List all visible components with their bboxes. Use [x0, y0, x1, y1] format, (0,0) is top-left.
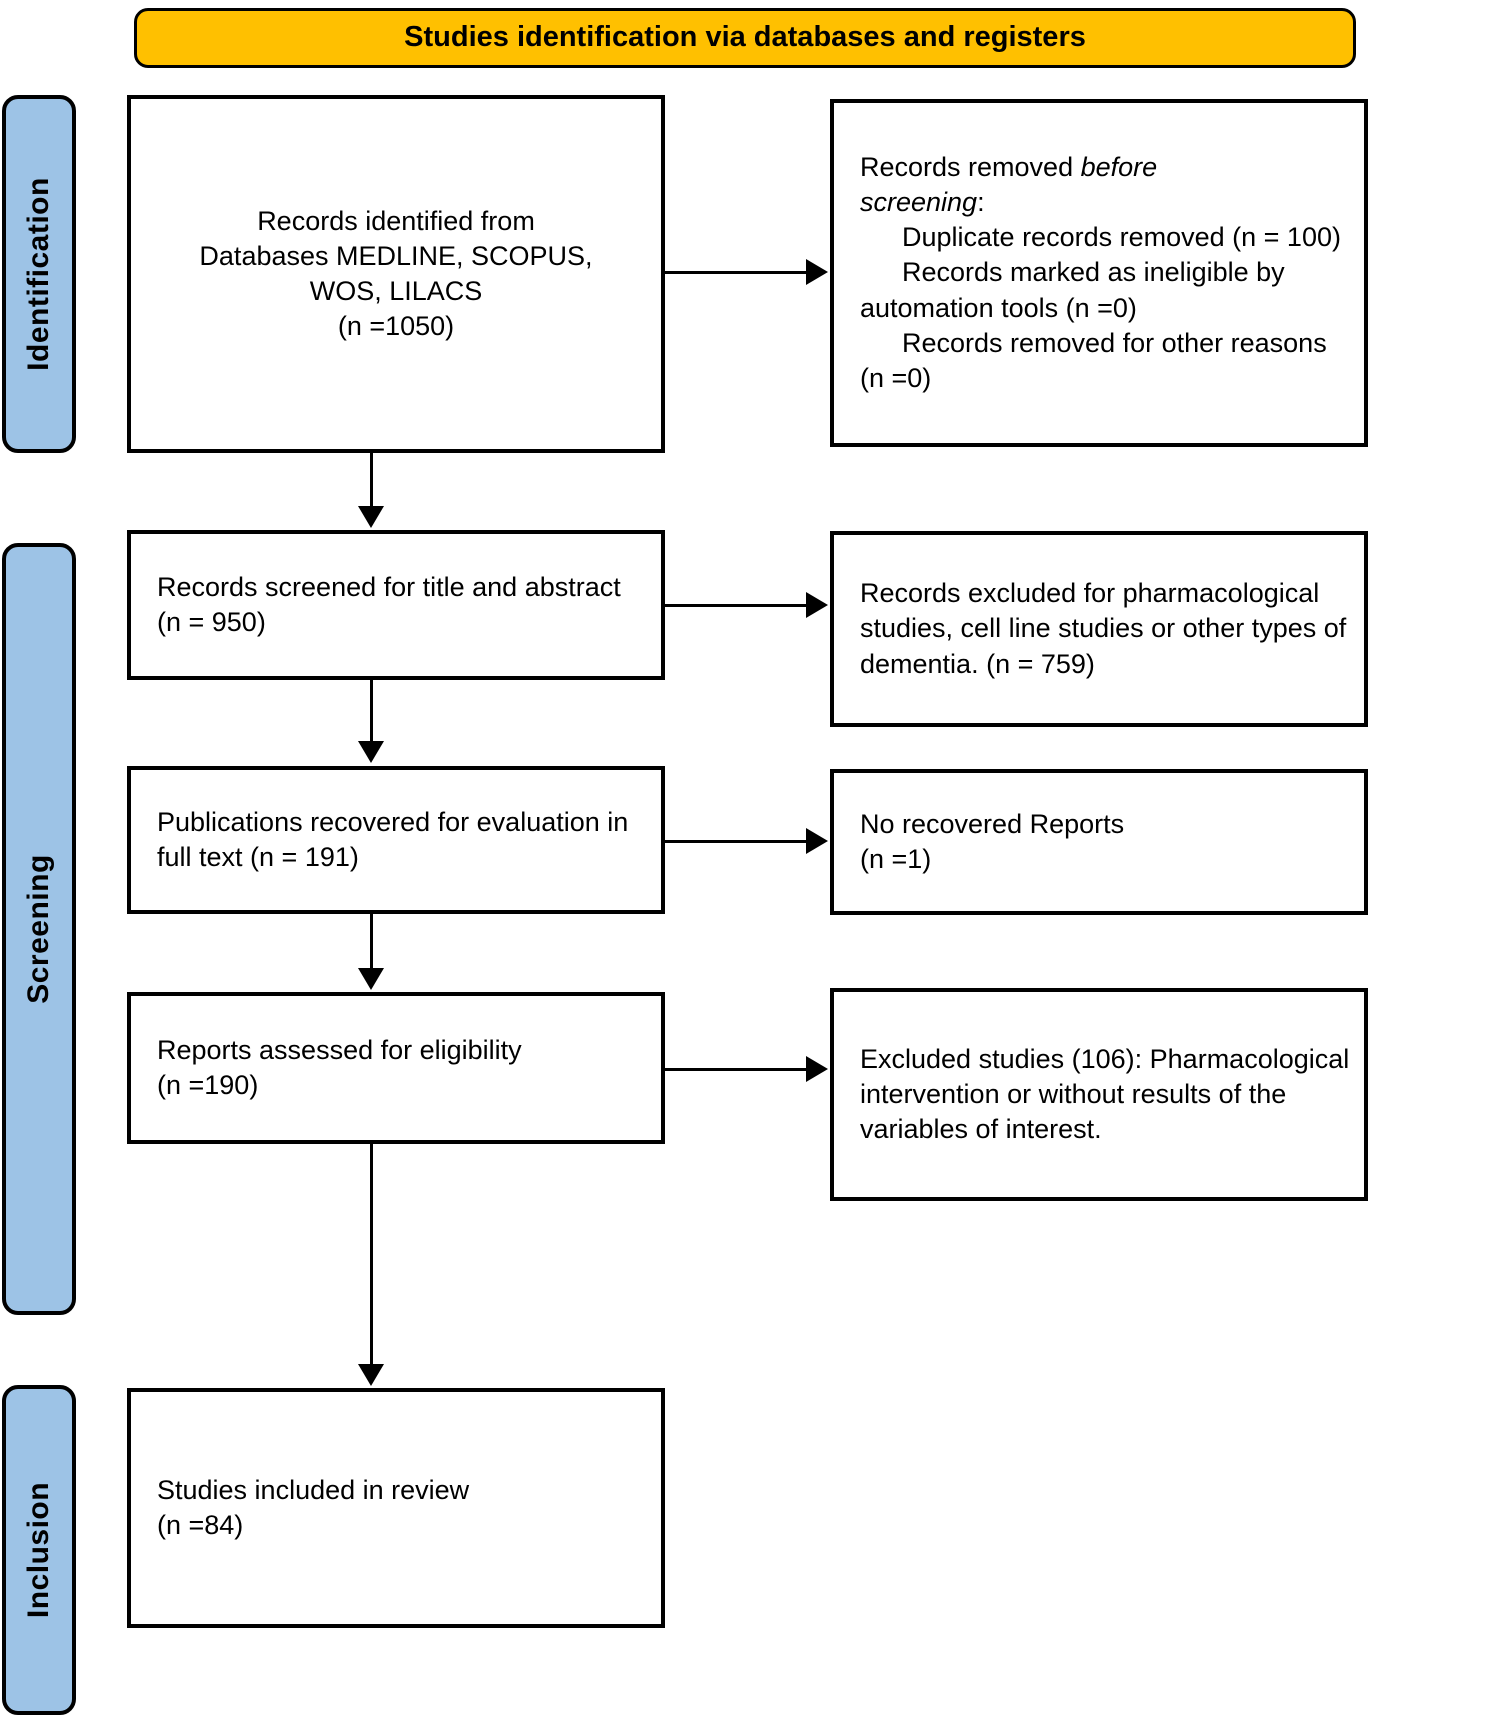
box-records-identified-text: Records identified from Databases MEDLIN… — [199, 205, 593, 342]
connector-recovered-to-no-recovered — [665, 840, 807, 843]
stage-label-screening: Screening — [22, 854, 55, 1004]
banner-title: Studies identification via databases and… — [404, 21, 1086, 54]
box-records-screened: Records screened for title and abstract … — [127, 530, 665, 680]
box-records-excluded-pharmacological-text: Records excluded for pharmacological stu… — [860, 578, 1347, 679]
box-publications-recovered-text: Publications recovered for evaluation in… — [157, 806, 629, 872]
box-studies-included: Studies included in review (n =84) — [127, 1388, 665, 1628]
removed-line2-italic: screening — [860, 187, 978, 218]
removed-line2-plain: : — [977, 187, 985, 218]
arrowhead-down-icon — [358, 741, 384, 763]
box-no-recovered-reports-text: No recovered Reports (n =1) — [860, 808, 1125, 874]
diagram-banner: Studies identification via databases and… — [134, 8, 1356, 68]
box-records-removed-text: Records removed before screening: Duplicat… — [834, 150, 1364, 396]
removed-line1-plain: Records removed — [860, 152, 1081, 183]
arrowhead-down-icon — [358, 1364, 384, 1386]
connector-assessed-to-excluded-studies — [665, 1068, 807, 1071]
connector-screened-to-recovered — [370, 680, 373, 743]
connector-assessed-to-included — [370, 1144, 373, 1366]
arrowhead-right-icon — [806, 1056, 828, 1082]
removed-item-other: Records removed for other reasons (n =0) — [860, 327, 1327, 393]
connector-screened-to-excluded — [665, 604, 807, 607]
removed-item-automation: Records marked as ineligible by automati… — [860, 257, 1285, 323]
box-publications-recovered: Publications recovered for evaluation in… — [127, 766, 665, 914]
box-excluded-studies: Excluded studies (106): Pharmacological … — [830, 988, 1368, 1201]
stage-label-identification: Identification — [22, 177, 56, 371]
box-records-excluded-pharmacological: Records excluded for pharmacological stu… — [830, 531, 1368, 727]
stage-pill-screening: Screening — [2, 543, 76, 1315]
connector-identified-to-screened — [370, 453, 373, 508]
arrowhead-right-icon — [806, 259, 828, 285]
connector-recovered-to-assessed — [370, 914, 373, 970]
arrowhead-right-icon — [806, 828, 828, 854]
arrowhead-down-icon — [358, 506, 384, 528]
box-reports-assessed-text: Reports assessed for eligibility (n =190… — [157, 1034, 522, 1100]
arrowhead-right-icon — [806, 592, 828, 618]
box-excluded-studies-text: Excluded studies (106): Pharmacological … — [860, 1043, 1350, 1145]
stage-label-inclusion: Inclusion — [22, 1481, 55, 1619]
box-studies-included-text: Studies included in review (n =84) — [157, 1474, 470, 1540]
box-no-recovered-reports: No recovered Reports (n =1) — [830, 769, 1368, 915]
box-records-identified: Records identified from Databases MEDLIN… — [127, 95, 665, 453]
stage-pill-inclusion: Inclusion — [2, 1385, 76, 1715]
box-records-screened-text: Records screened for title and abstract … — [157, 571, 621, 637]
stage-pill-identification: Identification — [2, 95, 76, 453]
connector-identified-to-removed — [665, 271, 807, 274]
removed-item-duplicate: Duplicate records removed (n = 100) — [902, 222, 1341, 253]
box-reports-assessed: Reports assessed for eligibility (n =190… — [127, 992, 665, 1144]
box-records-removed-before-screening: Records removed before screening: Duplicat… — [830, 99, 1368, 447]
arrowhead-down-icon — [358, 968, 384, 990]
removed-line1-italic: before — [1080, 152, 1158, 183]
